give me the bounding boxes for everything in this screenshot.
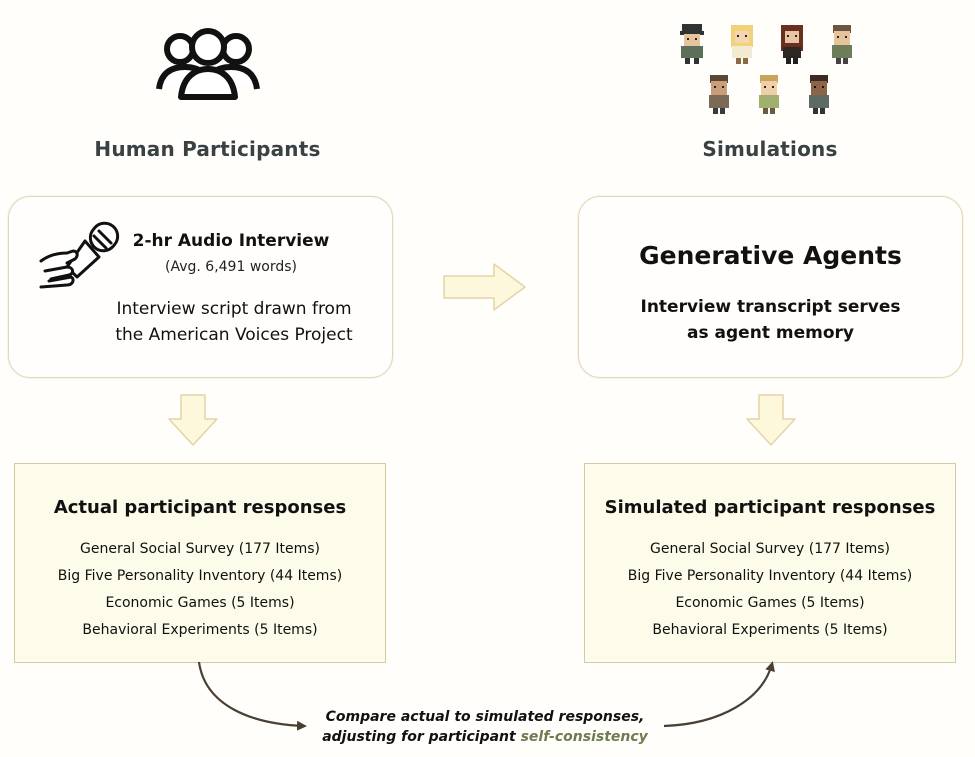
actual-responses-box: Actual participant responses General Soc… bbox=[14, 463, 386, 663]
interview-title: 2-hr Audio Interview bbox=[132, 231, 330, 251]
simulated-item-bigfive: Big Five Personality Inventory (44 Items… bbox=[627, 568, 913, 584]
simulated-responses-title: Simulated participant responses bbox=[604, 497, 936, 518]
human-participants-heading: Human Participants bbox=[94, 137, 321, 161]
interview-box: 2-hr Audio Interview (Avg. 6,491 words) … bbox=[8, 196, 393, 378]
agent-sprite-3 bbox=[781, 25, 803, 64]
actual-item-behavioral: Behavioral Experiments (5 Items) bbox=[82, 622, 318, 638]
agents-desc-line-1: Interview transcript serves bbox=[640, 297, 901, 317]
interview-subtitle: (Avg. 6,491 words) bbox=[165, 259, 297, 275]
generative-agents-title: Generative Agents bbox=[639, 241, 902, 270]
agent-sprite-4 bbox=[832, 25, 852, 64]
actual-item-bigfive: Big Five Personality Inventory (44 Items… bbox=[57, 568, 343, 584]
simulated-item-gss: General Social Survey (177 Items) bbox=[650, 541, 890, 557]
agents-desc-line-2: as agent memory bbox=[687, 323, 854, 343]
curve-arrow-left bbox=[197, 661, 307, 731]
actual-item-econ-games: Economic Games (5 Items) bbox=[105, 595, 295, 611]
actual-responses-title: Actual participant responses bbox=[53, 497, 347, 518]
down-arrow-right-icon bbox=[746, 394, 796, 446]
compare-text-line-2: adjusting for participant self-consisten… bbox=[310, 729, 660, 745]
people-group-icon bbox=[156, 28, 260, 100]
agent-sprite-1 bbox=[680, 24, 704, 64]
curve-arrow-right bbox=[663, 661, 775, 728]
interview-desc-line-1: Interview script drawn from bbox=[116, 299, 352, 319]
simulated-responses-box: Simulated participant responses General … bbox=[584, 463, 956, 663]
compare-prefix: adjusting for participant bbox=[322, 729, 521, 745]
simulated-item-econ-games: Economic Games (5 Items) bbox=[675, 595, 865, 611]
right-arrow-icon bbox=[443, 263, 526, 311]
compare-text-line-1: Compare actual to simulated responses, bbox=[325, 709, 645, 725]
simulations-heading: Simulations bbox=[702, 137, 838, 161]
generative-agents-box: Generative Agents Interview transcript s… bbox=[578, 196, 963, 378]
self-consistency-highlight: self-consistency bbox=[520, 729, 648, 745]
actual-item-gss: General Social Survey (177 Items) bbox=[80, 541, 320, 557]
agent-sprite-5 bbox=[709, 75, 729, 114]
interview-desc-line-2: the American Voices Project bbox=[115, 325, 353, 345]
microphone-hand-icon bbox=[39, 221, 120, 289]
agent-sprite-2 bbox=[731, 25, 753, 64]
agent-sprites bbox=[670, 22, 870, 122]
down-arrow-left-icon bbox=[168, 394, 218, 446]
simulated-item-behavioral: Behavioral Experiments (5 Items) bbox=[652, 622, 888, 638]
agent-sprite-6 bbox=[759, 75, 779, 114]
agent-sprite-7 bbox=[809, 75, 829, 114]
